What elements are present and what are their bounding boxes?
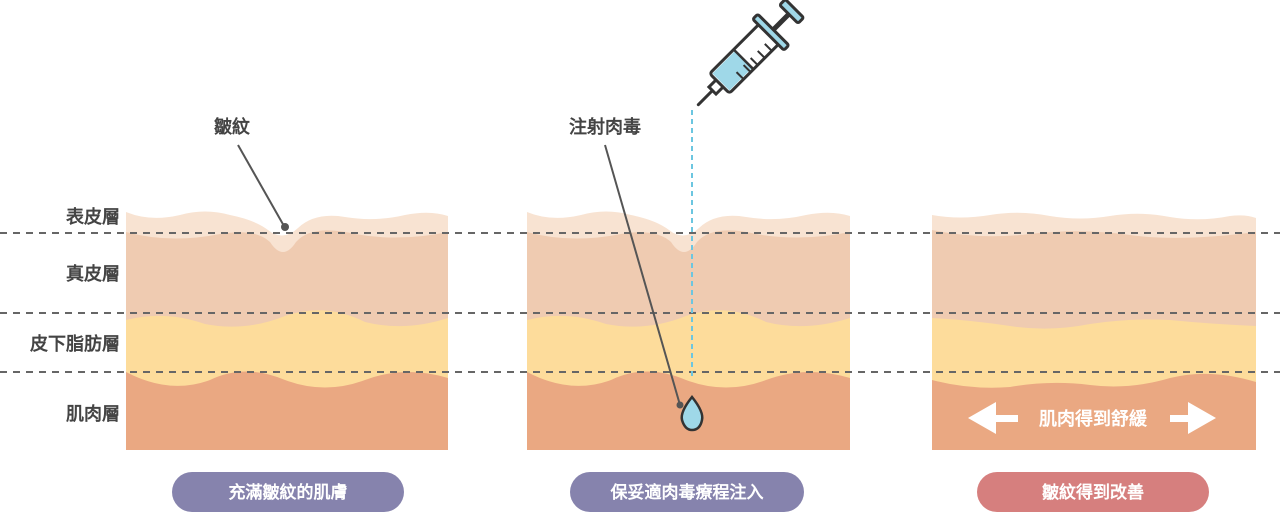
- caption-pill-3: 皺紋得到改善: [977, 472, 1209, 512]
- injection-pointer-line: [604, 144, 681, 406]
- wrinkle-pointer-dot: [281, 223, 289, 231]
- drop-icon: [680, 394, 704, 432]
- caption-2: 保妥適肉毒療程注入: [610, 482, 764, 503]
- caption-3: 皺紋得到改善: [1041, 482, 1144, 503]
- panel-improved-skin: [932, 212, 1256, 450]
- dermis-layer: [527, 228, 850, 327]
- callout-muscle-relax: 肌肉得到舒緩: [1039, 408, 1148, 430]
- muscle-layer: [932, 371, 1256, 450]
- panel-injection: [527, 211, 850, 450]
- panel-wrinkled-skin: [126, 211, 448, 450]
- label-epidermis: 表皮層: [66, 206, 120, 228]
- caption-1: 充滿皺紋的肌膚: [229, 482, 348, 503]
- caption-pill-bg: [172, 472, 404, 512]
- fat-layer: [126, 308, 448, 388]
- caption-pill-bg: [570, 472, 804, 512]
- wrinkle-pointer-line: [237, 144, 285, 227]
- caption-pill-2: 保妥適肉毒療程注入: [570, 472, 804, 512]
- left-arrow-icon: [968, 402, 1018, 434]
- epidermis-layer: [932, 212, 1256, 238]
- fat-layer: [527, 308, 850, 388]
- callout-injection: 注射肉毒: [569, 116, 641, 138]
- label-dermis: 真皮層: [66, 263, 120, 285]
- right-arrow-icon: [1170, 402, 1216, 434]
- callout-wrinkle: 皺紋: [213, 116, 250, 138]
- label-muscle: 肌肉層: [66, 403, 120, 425]
- dermis-layer: [126, 228, 448, 327]
- muscle-layer: [126, 368, 448, 450]
- epidermis-layer: [527, 211, 850, 252]
- caption-pill-1: 充滿皺紋的肌膚: [172, 472, 404, 512]
- dermis-layer: [932, 228, 1256, 329]
- injection-pointer-dot: [676, 401, 684, 409]
- caption-pill-bg: [977, 472, 1209, 512]
- fat-layer: [932, 316, 1256, 388]
- syringe-icon: [696, 0, 805, 107]
- label-subcutaneous: 皮下脂肪層: [30, 333, 120, 355]
- epidermis-layer: [126, 211, 448, 252]
- layer-guide-lines: [0, 232, 1280, 373]
